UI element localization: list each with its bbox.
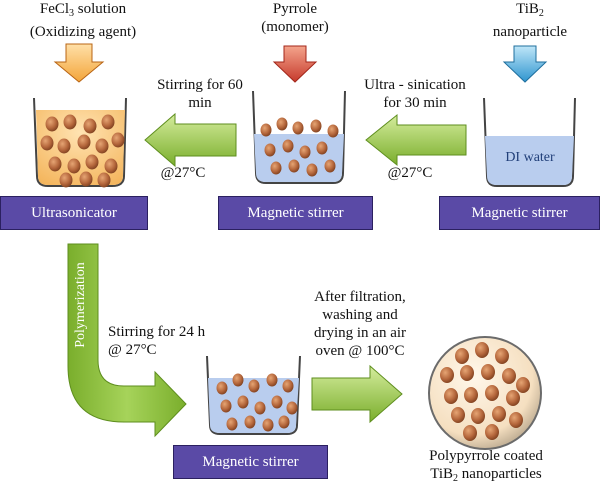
particle — [278, 415, 290, 429]
particle — [286, 401, 298, 415]
stage-ultrasonicator: Ultrasonicator — [0, 196, 148, 230]
particle-group-product — [440, 342, 530, 441]
particle — [516, 377, 530, 393]
particle — [455, 348, 469, 364]
particle — [264, 143, 276, 157]
particle — [276, 117, 288, 131]
particle — [45, 116, 59, 132]
particle — [216, 381, 228, 395]
particle — [97, 172, 111, 188]
filtration-label: After filtration, washing and drying in … — [313, 289, 407, 359]
particle — [232, 373, 244, 387]
stage-magnetic-stirrer-bottom: Magnetic stirrer — [173, 445, 328, 479]
particle — [111, 132, 125, 148]
ultrasonication-temp: @27°C — [387, 165, 433, 181]
particle — [316, 141, 328, 155]
polymerization-label: Polymerization — [73, 262, 88, 348]
particle — [85, 154, 99, 170]
particle — [502, 368, 516, 384]
particle — [57, 138, 71, 154]
particle — [254, 401, 266, 415]
particle — [463, 425, 477, 441]
particle — [440, 367, 454, 383]
particle — [481, 364, 495, 380]
particle — [63, 114, 77, 130]
particle — [248, 379, 260, 393]
particle — [506, 390, 520, 406]
particle — [485, 385, 499, 401]
stage-magnetic-stirrer-right: Magnetic stirrer — [439, 196, 600, 230]
arrow-step2-icon — [144, 112, 237, 168]
particle — [306, 163, 318, 177]
particle — [451, 407, 465, 423]
fecl3-arrow-icon — [53, 43, 105, 83]
particle — [266, 373, 278, 387]
particle — [324, 159, 336, 173]
product-label: Polypyrrole coated TiB2 nanoparticles — [429, 448, 543, 484]
particle — [40, 135, 54, 151]
particle — [495, 348, 509, 364]
particle — [79, 171, 93, 187]
fecl3-label: FeCl3 solution (Oxidizing agent) — [29, 1, 137, 40]
particle — [83, 118, 97, 134]
particle — [237, 395, 249, 409]
particle — [444, 388, 458, 404]
particle — [95, 138, 109, 154]
tib2-arrow-icon — [502, 45, 548, 83]
particle-group-beaker1 — [40, 114, 125, 188]
particle — [509, 412, 523, 428]
particle — [288, 159, 300, 173]
particle — [226, 417, 238, 431]
ultrasonication-label: Ultra - sinication for 30 min — [364, 77, 466, 111]
particle — [59, 172, 73, 188]
particle — [101, 114, 115, 130]
particle — [485, 424, 499, 440]
stirring-60-label: Stirring for 60 min — [157, 77, 243, 111]
pyrrole-arrow-icon — [272, 45, 318, 83]
arrow-step1-icon — [365, 113, 467, 167]
particle — [492, 406, 506, 422]
particle — [327, 124, 339, 138]
beaker-di-water — [483, 97, 576, 187]
particle — [77, 134, 91, 150]
particle — [310, 119, 322, 133]
particle — [220, 399, 232, 413]
stirring-60-temp: @27°C — [160, 165, 206, 181]
particle — [244, 415, 256, 429]
particle — [282, 139, 294, 153]
particle — [471, 408, 485, 424]
tib2-label: TiB2 nanoparticle — [492, 1, 568, 40]
particle — [292, 121, 304, 135]
particle — [475, 342, 489, 358]
particle — [260, 123, 272, 137]
particle — [282, 379, 294, 393]
di-water-label: DI water — [505, 150, 555, 165]
particle — [48, 156, 62, 172]
arrow-to-product-icon — [311, 364, 403, 424]
particle-group-beaker4 — [216, 373, 298, 432]
particle — [262, 418, 274, 432]
particle — [299, 145, 311, 159]
particle — [460, 365, 474, 381]
stage-magnetic-stirrer-middle: Magnetic stirrer — [218, 196, 373, 230]
particle-group-beaker2 — [260, 117, 339, 177]
particle — [67, 158, 81, 174]
stirring-24h-label: Stirring for 24 h @ 27°C — [108, 324, 206, 358]
particle — [270, 161, 282, 175]
particle — [271, 395, 283, 409]
particle — [464, 387, 478, 403]
polymerization-arrow-icon — [67, 243, 187, 438]
particle — [104, 158, 118, 174]
pyrrole-label: Pyrrole (monomer) — [261, 1, 329, 35]
